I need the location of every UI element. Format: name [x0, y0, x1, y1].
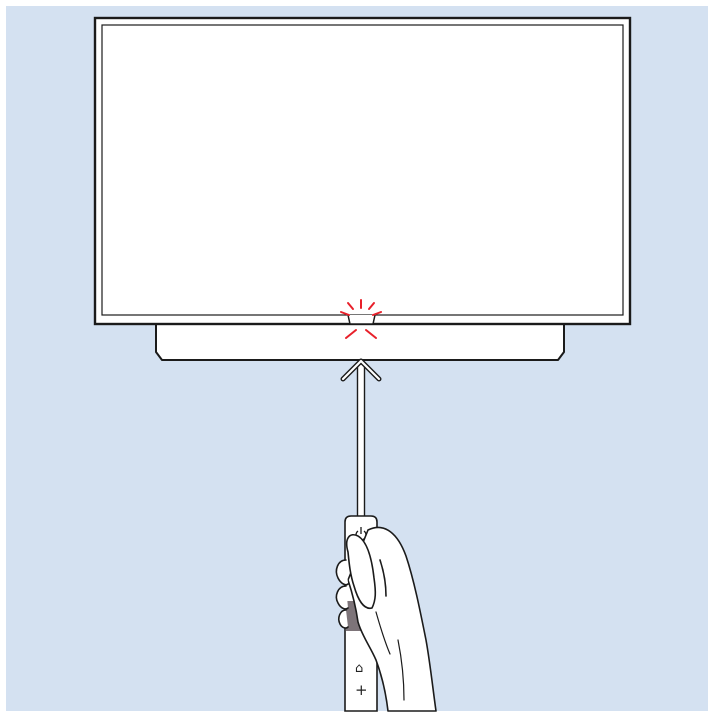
television — [95, 18, 630, 324]
ir-sensor-icon — [348, 315, 375, 324]
soundbar — [156, 323, 564, 360]
tv-screen — [102, 25, 623, 315]
